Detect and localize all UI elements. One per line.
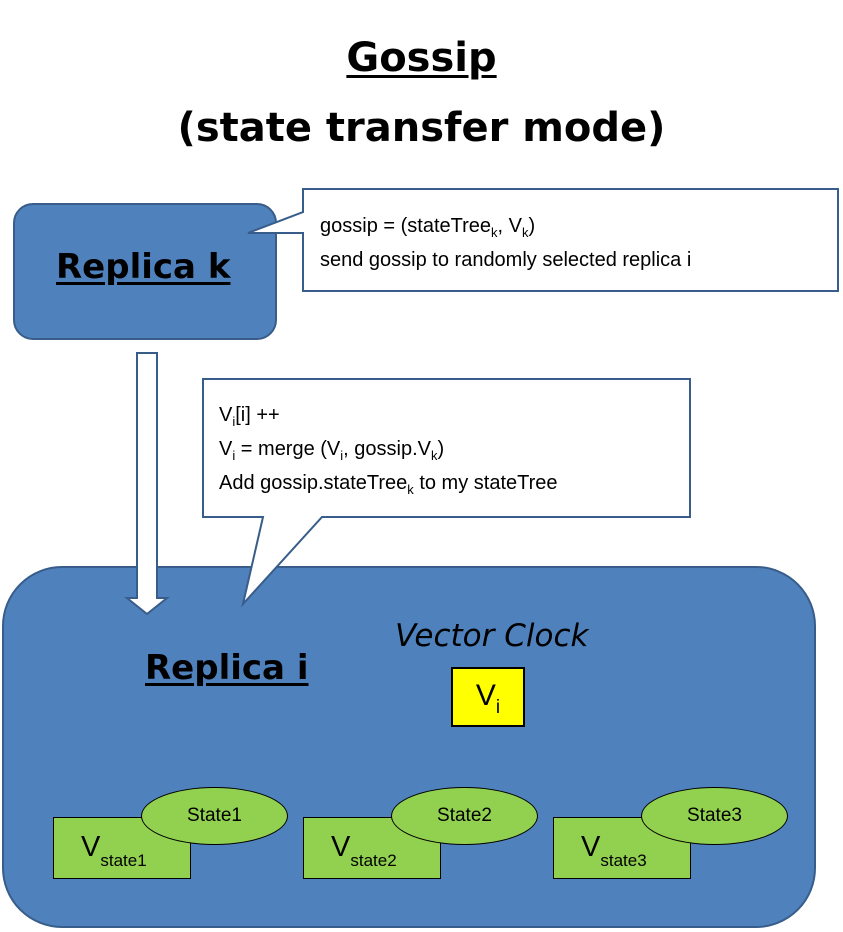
state3-vector-box: Vstate3 <box>553 817 691 879</box>
diagram-title: Gossip <box>346 35 497 81</box>
replica-i-label: Replica i <box>145 648 309 688</box>
replica-k-box <box>13 203 277 340</box>
callout-i-shape <box>202 378 691 608</box>
diagram-subtitle: (state transfer mode) <box>177 105 666 151</box>
vector-clock-label: Vector Clock <box>395 618 589 654</box>
callout-i-line3: Add gossip.stateTreek to my stateTree <box>219 472 558 497</box>
callout-k-shape <box>247 188 839 292</box>
vector-clock-box: Vi <box>451 667 525 727</box>
callout-k-line1: gossip = (stateTreek, Vk) <box>320 215 536 240</box>
state1-oval: State1 <box>141 787 288 845</box>
callout-k-line2: send gossip to randomly selected replica… <box>320 249 692 271</box>
replica-k-label: Replica k <box>56 247 231 287</box>
callout-i-line2: Vi = merge (Vi, gossip.Vk) <box>219 438 445 463</box>
transfer-arrow <box>124 352 170 616</box>
callout-i-line1: Vi[i] ++ <box>219 404 280 429</box>
state3-oval: State3 <box>641 787 788 845</box>
state2-oval: State2 <box>391 787 538 845</box>
